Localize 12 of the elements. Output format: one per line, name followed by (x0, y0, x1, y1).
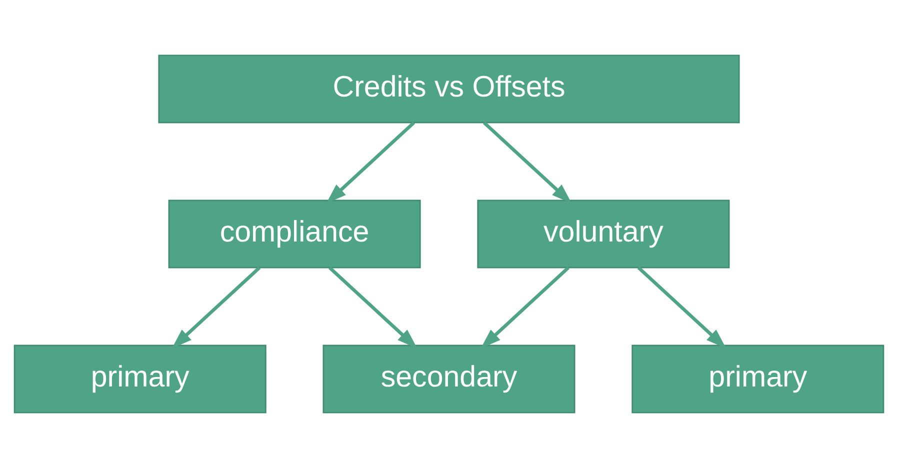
arrow (326, 120, 416, 203)
arrow (172, 266, 261, 348)
node-box: secondary (322, 344, 576, 413)
node-box: primary (14, 344, 266, 413)
node-box: compliance (168, 199, 421, 268)
arrow (637, 266, 726, 348)
arrow (482, 120, 572, 203)
arrow (328, 266, 418, 348)
node-box: primary (632, 344, 884, 413)
node-box: Credits vs Offsets (158, 54, 740, 123)
arrow (480, 266, 570, 348)
node-box: voluntary (477, 199, 730, 268)
